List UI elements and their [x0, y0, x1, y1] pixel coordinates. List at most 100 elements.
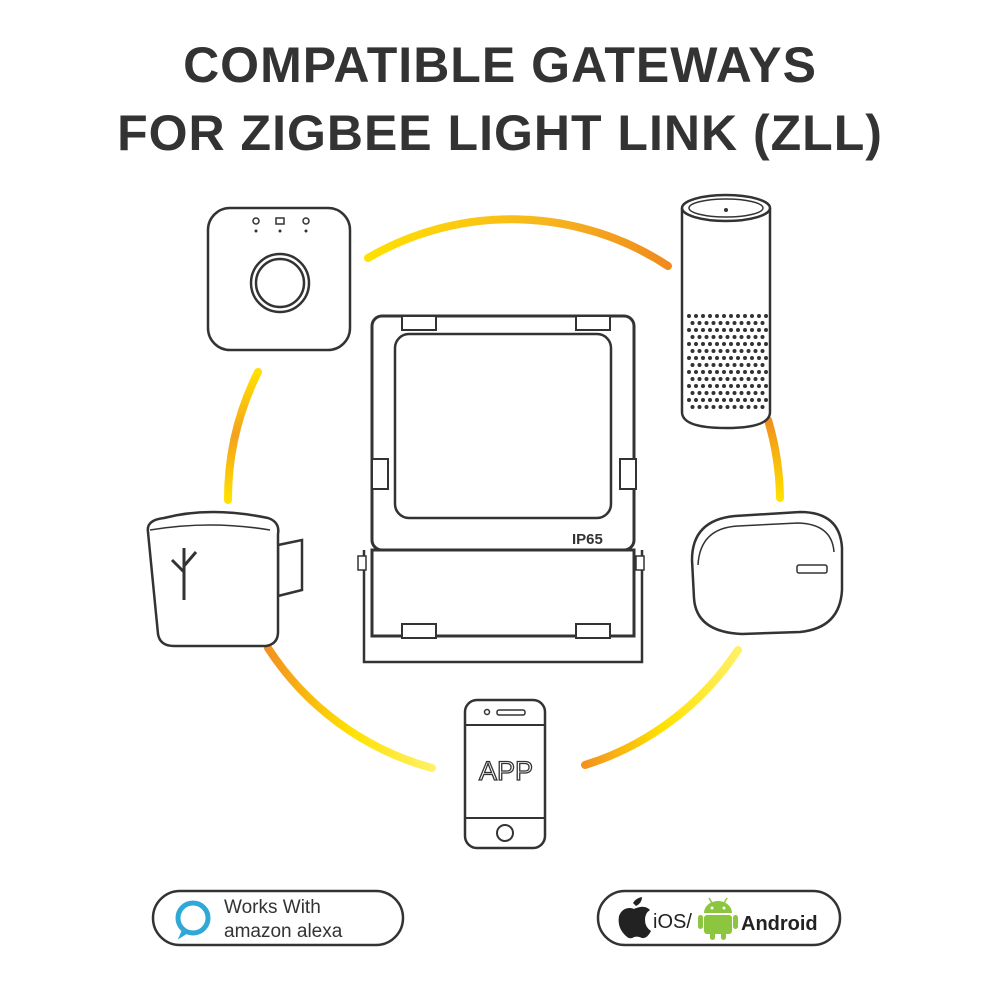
speaker-grille-dot [711, 391, 716, 395]
speaker-grille-dot [722, 342, 726, 346]
speaker-grille-dot [732, 391, 737, 395]
speaker-grille-dot [760, 335, 765, 339]
speaker-grille-dot [760, 377, 765, 381]
speaker-grille-dot [757, 356, 761, 360]
speaker-grille-dot [739, 391, 744, 395]
speaker-grille-dot [697, 391, 702, 395]
speaker-grille-dot [764, 328, 768, 332]
speaker-grille-dot [697, 321, 702, 325]
speaker-grille-dot [757, 370, 761, 374]
speaker-grille-dot [694, 342, 698, 346]
speaker-grille-dot [746, 335, 751, 339]
speaker-grille-dot [715, 342, 719, 346]
speaker-grille-dot [736, 398, 740, 402]
ios-android-badge: iOS/ Android [596, 889, 842, 947]
speaker-grille-dot [690, 363, 695, 367]
speaker-grille-dot [687, 370, 691, 374]
speaker-grille-dot [711, 321, 716, 325]
speaker-grille-dot [750, 398, 754, 402]
works-with-alexa-badge: Works With amazon alexa [151, 889, 405, 947]
speaker-grille-dot [760, 321, 765, 325]
speaker-grille-dot [746, 363, 751, 367]
speaker-grille-dot [690, 349, 695, 353]
speaker-grille-dot [715, 384, 719, 388]
speaker-grille-dot [711, 349, 716, 353]
speaker-grille-dot [690, 391, 695, 395]
speaker-grille-dot [746, 321, 751, 325]
speaker-grille-dot [687, 342, 691, 346]
speaker-grille-dot [708, 342, 712, 346]
speaker-grille-dot [708, 328, 712, 332]
speaker-grille-dot [687, 328, 691, 332]
speaker-grille-dot [764, 384, 768, 388]
speaker-grille-dot [690, 377, 695, 381]
speaker-grille-dot [753, 335, 758, 339]
speaker-grille-dot [718, 321, 723, 325]
speaker-grille-dot [743, 342, 747, 346]
speaker-grille-dot [718, 363, 723, 367]
smart-gateway-icon [690, 510, 844, 636]
speaker-grille-dot [757, 384, 761, 388]
speaker-grille-dot [722, 370, 726, 374]
speaker-grille-dot [697, 335, 702, 339]
speaker-grille-dot [729, 356, 733, 360]
speaker-grille-dot [757, 314, 761, 318]
speaker-grille-dot [757, 398, 761, 402]
speaker-grille-dot [694, 328, 698, 332]
speaker-grille-dot [732, 377, 737, 381]
connection-ring [223, 215, 784, 772]
speaker-grille-dot [708, 314, 712, 318]
speaker-grille-dot [701, 328, 705, 332]
speaker-grille-dot [736, 356, 740, 360]
alexa-line-2: amazon alexa [224, 921, 343, 942]
speaker-grille-dot [732, 363, 737, 367]
speaker-grille-dot [764, 398, 768, 402]
speaker-grille-dot [711, 363, 716, 367]
speaker-grille-dot [743, 314, 747, 318]
speaker-grille-dot [760, 363, 765, 367]
speaker-grille-dot [753, 391, 758, 395]
speaker-grille-dot [746, 405, 751, 409]
speaker-grille-dot [764, 356, 768, 360]
speaker-grille-dot [711, 405, 716, 409]
speaker-grille-dot [708, 398, 712, 402]
speaker-grille-dot [739, 321, 744, 325]
speaker-grille-dot [687, 384, 691, 388]
apple-icon [618, 897, 651, 939]
speaker-grille-dot [760, 349, 765, 353]
speaker-grille-dot [753, 321, 758, 325]
speaker-grille-dot [729, 342, 733, 346]
speaker-grille-dot [753, 377, 758, 381]
speaker-grille-dot [732, 349, 737, 353]
speaker-grille-dot [729, 398, 733, 402]
speaker-grille-dot [715, 370, 719, 374]
speaker-grille-dot [753, 405, 758, 409]
speaker-grille-dot [746, 391, 751, 395]
speaker-grille-dot [718, 335, 723, 339]
speaker-grille-dot [708, 384, 712, 388]
speaker-grille-dot [725, 335, 730, 339]
smartphone-icon: APP [463, 698, 547, 850]
speaker-grille-dot [725, 363, 730, 367]
speaker-grille-dot [718, 391, 723, 395]
speaker-grille-dot [701, 370, 705, 374]
speaker-grille-dot [711, 335, 716, 339]
speaker-grille-dot [704, 349, 709, 353]
speaker-grille-dot [760, 405, 765, 409]
speaker-grille-dot [725, 321, 730, 325]
speaker-grille-dot [753, 363, 758, 367]
speaker-grille-dot [704, 391, 709, 395]
speaker-grille-dot [697, 349, 702, 353]
ring-arc-right-lower [581, 646, 742, 769]
speaker-grille-dot [739, 405, 744, 409]
speaker-grille-dot [697, 405, 702, 409]
speaker-grille-dot [715, 398, 719, 402]
speaker-grille-dot [718, 405, 723, 409]
speaker-grille-dot [711, 377, 716, 381]
speaker-grille-dot [729, 328, 733, 332]
speaker-grille-dot [704, 321, 709, 325]
speaker-grille-dot [746, 349, 751, 353]
speaker-grille-dot [701, 314, 705, 318]
speaker-grille-dot [701, 398, 705, 402]
speaker-grille-dot [736, 370, 740, 374]
